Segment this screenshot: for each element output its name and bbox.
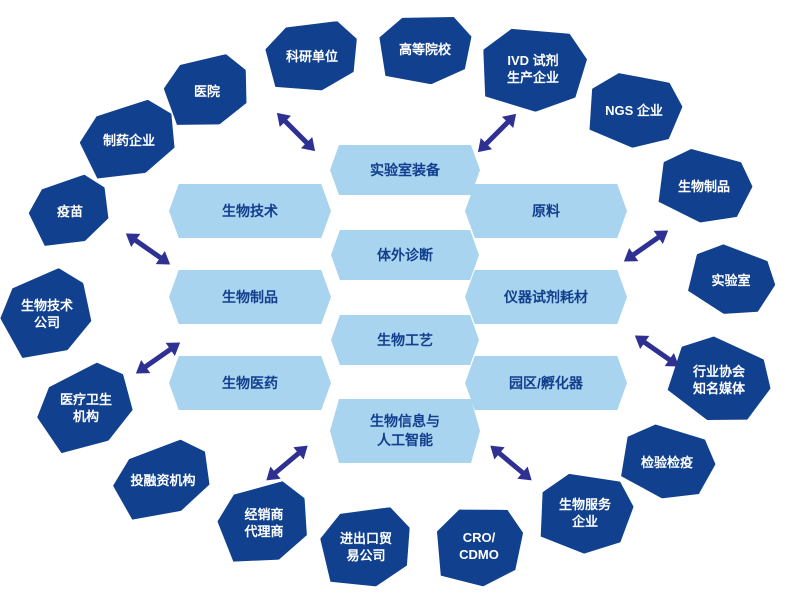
hex-label: 实验室装备 xyxy=(370,161,440,178)
outer-node-label: 生物制品 xyxy=(677,178,730,194)
outer-node-bio-products-company: 生物制品 xyxy=(658,152,750,222)
hex-label: 生物信息与 人工智能 xyxy=(370,413,440,448)
outer-node-ivd-reagent-manufacturer: IVD 试剂 生产企业 xyxy=(481,29,585,111)
hex-label: 生物工艺 xyxy=(377,331,433,348)
hex-label: 体外诊断 xyxy=(377,246,433,263)
outer-node-ngs-company: NGS 企业 xyxy=(588,75,680,147)
outer-node-label: CRO/ CDMO xyxy=(459,530,499,562)
outer-node-research-institute: 科研单位 xyxy=(266,23,358,91)
outer-node-biotech-company: 生物技术 公司 xyxy=(2,275,92,355)
double-arrow-icon xyxy=(261,440,313,487)
outer-node-label: 检验检疫 xyxy=(640,454,693,470)
hex-label: 生物医药 xyxy=(222,374,278,391)
outer-node-vaccine: 疫苗 xyxy=(30,180,110,244)
outer-node-label: 实验室 xyxy=(711,272,751,288)
double-arrow-icon xyxy=(121,227,174,271)
outer-node-distributor-agent: 经销商 代理商 xyxy=(219,486,309,562)
outer-node-label: 行业协会 知名媒体 xyxy=(692,364,745,396)
hex-label: 生物制品 xyxy=(222,288,278,305)
double-arrow-icon xyxy=(630,329,683,373)
hex-in-vitro-diagnostics: 体外诊断 xyxy=(331,230,479,280)
outer-node-import-export-trade: 进出口贸 易公司 xyxy=(321,509,411,587)
outer-node-label: 科研单位 xyxy=(285,48,338,64)
double-arrow-icon xyxy=(485,440,537,487)
outer-node-medical-health-institution: 医疗卫生 机构 xyxy=(38,371,134,447)
outer-node-bio-service-company: 生物服务 企业 xyxy=(539,475,631,553)
outer-node-label: 医院 xyxy=(193,83,220,99)
outer-node-label: 生物服务 企业 xyxy=(558,497,611,529)
double-arrow-icon xyxy=(271,107,320,156)
outer-node-label: NGS 企业 xyxy=(605,102,663,118)
outer-node-label: 经销商 代理商 xyxy=(244,507,284,539)
outer-node-label: 高等院校 xyxy=(398,41,451,57)
hex-biotechnology: 生物技术 xyxy=(169,184,331,238)
double-arrow-icon xyxy=(619,224,672,268)
hex-bioinformatics-ai: 生物信息与 人工智能 xyxy=(330,399,480,463)
hex-biological-products: 生物制品 xyxy=(169,270,331,324)
double-arrow-icon xyxy=(131,336,184,380)
outer-node-laboratory: 实验室 xyxy=(689,248,773,314)
double-arrow-icon xyxy=(472,108,521,157)
outer-node-label: 疫苗 xyxy=(56,203,83,219)
outer-node-investment-institution: 投融资机构 xyxy=(114,447,212,515)
hex-raw-materials: 原料 xyxy=(465,184,627,238)
outer-node-hospital: 医院 xyxy=(165,58,249,126)
outer-node-label: 进出口贸 易公司 xyxy=(339,531,392,563)
outer-node-label: 生物技术 公司 xyxy=(20,298,73,330)
outer-node-cro-cdmo: CRO/ CDMO xyxy=(436,508,522,586)
hex-label: 仪器试剂耗材 xyxy=(504,288,588,305)
outer-node-label: 制药企业 xyxy=(102,132,155,148)
hex-park-incubator: 园区/孵化器 xyxy=(465,356,627,410)
outer-node-label: IVD 试剂 生产企业 xyxy=(506,53,559,85)
hex-label: 园区/孵化器 xyxy=(509,374,583,391)
outer-node-pharma-company: 制药企业 xyxy=(81,106,177,176)
outer-node-label: 投融资机构 xyxy=(130,472,196,488)
hex-bioprocess: 生物工艺 xyxy=(331,315,479,365)
hex-label: 原料 xyxy=(532,202,560,219)
outer-node-industry-association-media: 行业协会 知名媒体 xyxy=(670,341,768,421)
outer-node-university: 高等院校 xyxy=(379,16,471,84)
outer-node-label: 医疗卫生 机构 xyxy=(59,392,112,424)
hex-lab-equipment: 实验室装备 xyxy=(330,145,480,195)
hex-label: 生物技术 xyxy=(222,202,278,219)
outer-node-inspection-quarantine: 检验检疫 xyxy=(621,428,713,498)
hex-biomedicine: 生物医药 xyxy=(169,356,331,410)
hex-instruments-reagents-consumables: 仪器试剂耗材 xyxy=(465,270,627,324)
